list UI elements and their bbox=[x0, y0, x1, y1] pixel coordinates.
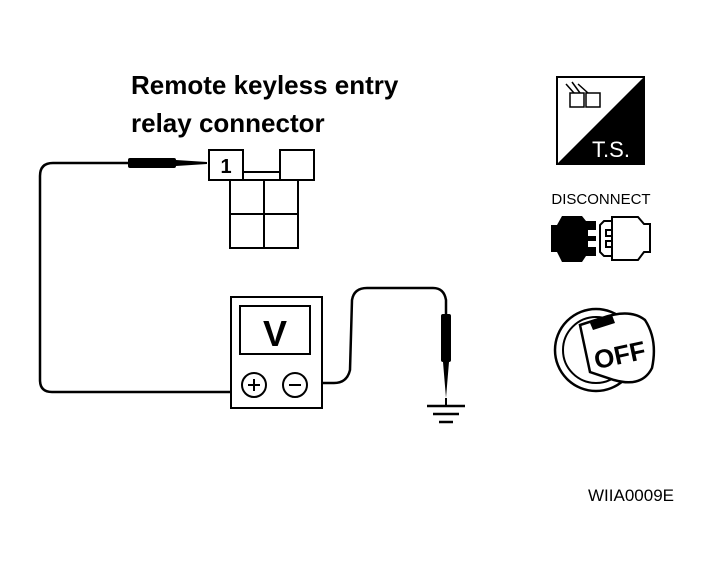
title-line-2: relay connector bbox=[131, 108, 325, 138]
meter-display-label: V bbox=[263, 313, 287, 354]
negative-probe bbox=[307, 286, 451, 398]
ts-label: T.S. bbox=[592, 137, 630, 162]
terminal-1-box bbox=[208, 149, 244, 181]
connector-latch bbox=[279, 149, 315, 181]
disconnect-label: DISCONNECT bbox=[551, 191, 650, 208]
positive-probe bbox=[38, 158, 232, 394]
ignition-off-icon: OFF bbox=[553, 307, 656, 393]
relay-connector: 1 bbox=[208, 149, 315, 249]
terminal-1-label: 1 bbox=[220, 156, 231, 178]
meter-display bbox=[239, 305, 311, 355]
ground-symbol bbox=[427, 398, 465, 424]
title-line-1: Remote keyless entry bbox=[131, 70, 399, 100]
figure-code: WIIA0009E bbox=[588, 486, 674, 505]
ts-icon: T.S. bbox=[556, 76, 645, 165]
disconnect-icon: DISCONNECT bbox=[551, 191, 651, 262]
voltmeter: V bbox=[230, 296, 323, 409]
